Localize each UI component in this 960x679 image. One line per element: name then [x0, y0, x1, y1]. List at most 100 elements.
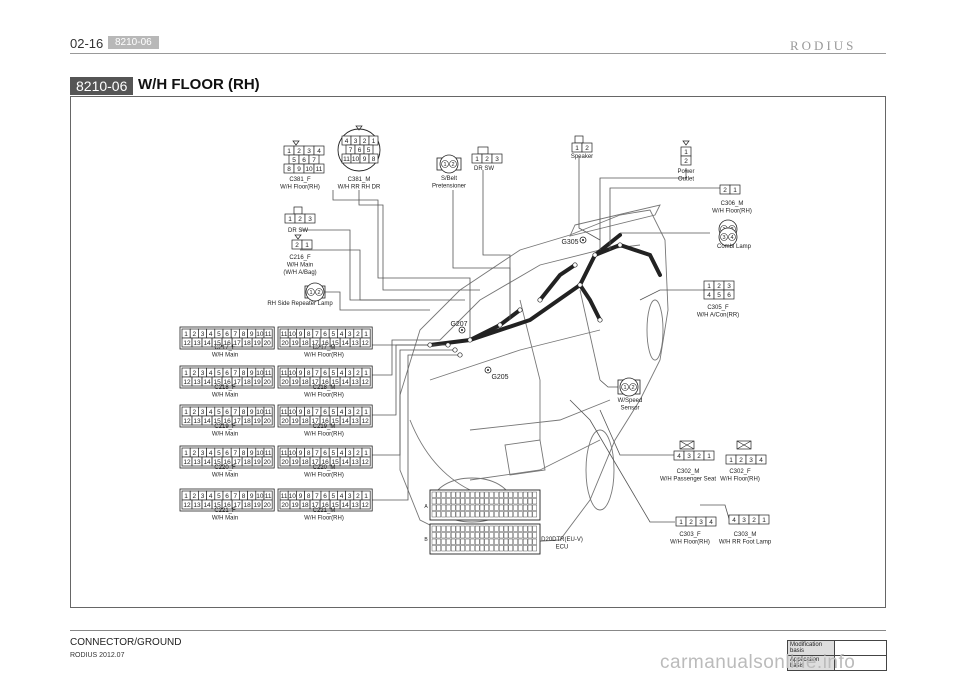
ecu-a-pin [494, 504, 499, 511]
c221m-label-1: C221_M [313, 508, 336, 514]
c221m-row-top-pin: 8 [307, 493, 311, 500]
c217m-row-top-pin: 8 [307, 331, 311, 338]
c381m-r3-pin: 8 [372, 156, 376, 163]
c221f-row-top-pin: 3 [201, 493, 205, 500]
sbelt-body [439, 154, 459, 174]
c219f-row-bot-pin: 15 [213, 418, 221, 425]
c220f-row-top-pin: 11 [265, 450, 272, 457]
c218f-housing [179, 365, 275, 389]
c219f-row-top-pin: 4 [209, 409, 213, 416]
c218m-row-bot-pin: 20 [281, 379, 289, 386]
c217m-row-top-pin: 7 [315, 331, 319, 338]
c221m-row-bot-pin: 16 [321, 502, 329, 509]
c221m-row-bot-pin: 17 [311, 502, 319, 509]
c218f-row-bot-pin: 12 [183, 379, 191, 386]
c220f-row-top-pin: 3 [201, 450, 205, 457]
c217f-row-top-pin: 7 [233, 331, 237, 338]
ecu-a-pin [503, 504, 509, 511]
ecu-a-pin [451, 511, 456, 518]
c219m-row-top-pin: 5 [331, 409, 335, 416]
ecu-a-pin [441, 491, 446, 498]
rhside-pin: 2 [317, 290, 320, 296]
c217f-row-bot-pin: 17 [234, 340, 242, 347]
ecu-a-pin [523, 511, 528, 518]
c218f-row-bot-pin: 17 [234, 379, 242, 386]
watermark: carmanualsonline.info [660, 652, 856, 673]
c306-pin: 2 [723, 187, 727, 194]
c219m-row-top-pin: 10 [289, 409, 297, 416]
c221m-row-bot-cell [359, 499, 371, 510]
c381f-r1-pin: 1 [287, 148, 291, 155]
c216-pin: 1 [305, 242, 309, 249]
c219m-label-2: W/H Floor(RH) [304, 432, 344, 438]
c217m-row-bot-pin: 19 [291, 340, 299, 347]
ecu-row-b-label: B [424, 537, 428, 543]
ecu-a-pin [455, 504, 461, 511]
ecu-a-pin [484, 504, 489, 511]
c221m-row-bot-pin: 13 [352, 502, 360, 509]
modification-table: Modification basis Application basis [787, 640, 887, 671]
c217m-row-bot-pin: 15 [332, 340, 340, 347]
c220m-row-top-pin: 4 [340, 450, 344, 457]
c219f-row-top-pin: 1 [184, 409, 188, 416]
c221m-housing [277, 488, 373, 512]
ecu-a-pin [451, 491, 456, 498]
c381f-r2-pin: 7 [312, 157, 316, 164]
ecu-b-pin [499, 532, 504, 539]
c218f-row-bot-pin: 19 [254, 379, 262, 386]
ecu-row-a-label: A [424, 504, 428, 510]
c220m-row-bot-cell [359, 456, 371, 467]
c218f-row-top-pin: 5 [217, 370, 221, 377]
c218m-row-bot-pin: 17 [311, 379, 319, 386]
c217f-row-bot-pin: 19 [254, 340, 262, 347]
ecu-a-pin [499, 491, 504, 498]
drsw-left-tab [293, 206, 303, 215]
c220f-row-top-pin: 9 [250, 450, 254, 457]
c217f-row-top-pin: 8 [242, 331, 246, 338]
c219f-row-bot-pin: 16 [223, 418, 231, 425]
c306-label-2: W/H Floor(RH) [712, 209, 752, 215]
c381f-r3-cell [313, 163, 325, 174]
c217f-row-bot-pin: 15 [213, 340, 221, 347]
c220f-row-top-pin: 1 [184, 450, 188, 457]
c381m-r2-pin: 6 [358, 147, 362, 154]
c217f-row-bot-pin: 12 [183, 340, 191, 347]
ecu-b-pin [479, 538, 485, 545]
c381m-label-1: C381_M [348, 177, 371, 183]
combi-bot-pin: 3 [722, 235, 725, 241]
ecu-b-pin [523, 538, 528, 545]
ecu-b-pin [436, 545, 441, 552]
g207-label: G207 [450, 321, 467, 328]
c305-r2-pin: 4 [707, 292, 711, 299]
ecu-b-pin [455, 525, 461, 532]
c219m-row-top-pin: 3 [348, 409, 352, 416]
c221f-housing [179, 488, 275, 512]
c381m-key [355, 125, 363, 131]
c217f-row-top-pin: 5 [217, 331, 221, 338]
c218f-row-top-pin: 6 [225, 370, 229, 377]
ecu-b-pin [470, 525, 475, 532]
c220m-row-top-pin: 10 [289, 450, 297, 457]
c219m-row-top-pin: 2 [356, 409, 360, 416]
ecu-a-pin [475, 511, 480, 518]
ecu-a-pin [455, 511, 461, 518]
c217m-row-top-pin: 2 [356, 331, 360, 338]
c220m-housing [277, 445, 373, 469]
ecu-b-pin [494, 545, 499, 552]
ecu-b-pin [451, 538, 456, 545]
c302m-pin: 2 [697, 453, 701, 460]
c221m-row-bot-pin: 12 [362, 502, 370, 509]
ecu-b-pin [451, 525, 456, 532]
ecu-b-pin [508, 525, 513, 532]
c305-r1-pin: 3 [727, 283, 731, 290]
c218m-row-top-pin: 6 [323, 370, 327, 377]
ecu-a-pin [513, 511, 518, 518]
c219m-row-top-pin: 11 [281, 409, 288, 416]
c381f-r1-pin: 3 [307, 148, 311, 155]
ecu-a-pin [451, 498, 456, 505]
c221f-row-top-pin: 4 [209, 493, 213, 500]
c219f-row-top-pin: 2 [192, 409, 196, 416]
g305-label: G305 [561, 239, 578, 246]
c219m-row-bot-pin: 19 [291, 418, 299, 425]
c217m-row-top-pin: 1 [364, 331, 368, 338]
